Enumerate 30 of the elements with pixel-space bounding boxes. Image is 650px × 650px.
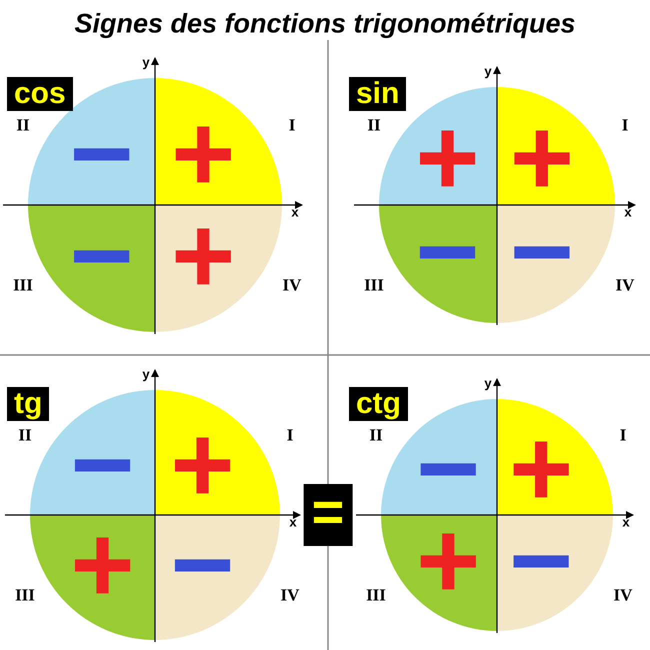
function-label: sin bbox=[349, 77, 406, 111]
quadrant-numeral: IV bbox=[282, 276, 302, 294]
equals-sign: = bbox=[304, 484, 352, 546]
function-label: ctg bbox=[349, 387, 408, 421]
title: Signes des fonctions trigonométriques bbox=[74, 10, 576, 38]
function-label: cos bbox=[7, 77, 73, 111]
axis-label: y bbox=[142, 56, 150, 68]
quadrant-numeral: I bbox=[286, 426, 294, 444]
quadrant-numeral: III bbox=[13, 276, 33, 294]
quadrant-numeral: III bbox=[366, 586, 386, 604]
quadrant-numeral: II bbox=[18, 426, 32, 444]
axis-label: x bbox=[291, 206, 299, 218]
quadrant-numeral: IV bbox=[616, 276, 634, 294]
quadrant-numeral: II bbox=[369, 426, 383, 444]
quadrant-numeral: IV bbox=[614, 586, 632, 604]
quadrant-numeral: I bbox=[622, 116, 628, 134]
quadrant-numeral: I bbox=[620, 426, 626, 444]
quadrant-numeral: III bbox=[15, 586, 35, 604]
quadrant-numeral: III bbox=[364, 276, 384, 294]
quadrant-numeral: II bbox=[367, 116, 381, 134]
function-label: tg bbox=[7, 387, 50, 421]
axis-label: x bbox=[624, 206, 632, 218]
quadrant-numeral: II bbox=[16, 116, 30, 134]
axis-label: y bbox=[142, 368, 150, 380]
axis-label: y bbox=[484, 376, 492, 390]
quadrant-numeral: I bbox=[288, 116, 296, 134]
axis-label: x bbox=[622, 516, 630, 528]
axis-label: x bbox=[289, 516, 297, 528]
axis-label: y bbox=[484, 64, 492, 78]
quadrant-numeral: IV bbox=[280, 586, 300, 604]
